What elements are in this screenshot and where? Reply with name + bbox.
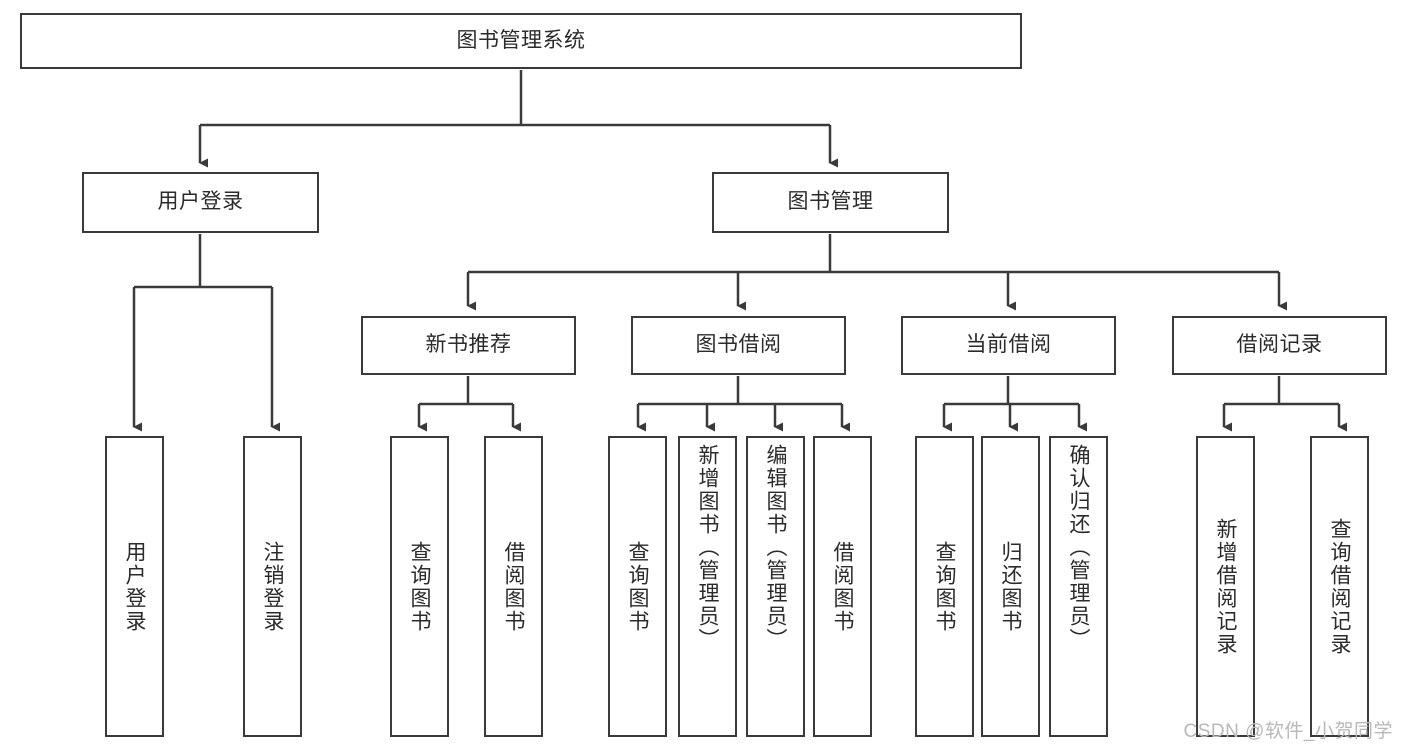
node-label: 借阅图书 [831,540,854,633]
node-book-borrow[interactable]: 图书借阅 [631,316,846,375]
node-label: 当前借阅 [965,333,1052,357]
leaf-current-borrow-return-book[interactable]: 归还图书 [981,436,1040,737]
node-label: 查询图书 [626,540,649,633]
leaf-book-borrow-borrow-book[interactable]: 借阅图书 [813,436,872,737]
node-label: 注销登录 [261,540,284,633]
watermark-text: CSDN @软件_小贺同学 [1183,721,1393,742]
node-label: 用户登录 [123,540,146,633]
node-label: 查询图书 [933,540,956,633]
leaf-borrow-record-query-record[interactable]: 查询借阅记录 [1310,436,1369,737]
node-label: 编辑图书（管理员） [764,444,787,651]
node-label: 查询图书 [408,540,431,633]
node-label: 图书管理 [787,190,874,214]
leaf-borrow-record-add-record[interactable]: 新增借阅记录 [1196,436,1255,737]
node-label: 确认归还（管理员） [1067,444,1090,651]
node-book-management[interactable]: 图书管理 [712,172,949,233]
node-label: 新书推荐 [425,333,512,357]
node-current-borrow[interactable]: 当前借阅 [901,316,1116,375]
node-label: 图书管理系统 [456,28,586,52]
leaf-book-borrow-edit-book-admin[interactable]: 编辑图书（管理员） [746,436,805,737]
leaf-new-book-query-book[interactable]: 查询图书 [390,436,449,737]
leaf-new-book-borrow-book[interactable]: 借阅图书 [484,436,543,737]
leaf-current-borrow-query-book[interactable]: 查询图书 [915,436,974,737]
node-label: 借阅图书 [502,540,525,633]
node-new-book-recommend[interactable]: 新书推荐 [361,316,576,375]
node-label: 归还图书 [999,540,1022,633]
node-label: 借阅记录 [1236,333,1323,357]
node-label: 图书借阅 [695,333,782,357]
node-label: 新增图书（管理员） [696,444,719,651]
node-borrow-record[interactable]: 借阅记录 [1172,316,1387,375]
leaf-user-login-do-login[interactable]: 用户登录 [105,436,164,737]
node-label: 查询借阅记录 [1328,517,1351,656]
node-label: 新增借阅记录 [1214,517,1237,656]
leaf-book-borrow-query-book[interactable]: 查询图书 [608,436,667,737]
leaf-book-borrow-add-book-admin[interactable]: 新增图书（管理员） [678,436,737,737]
leaf-current-borrow-confirm-return-admin[interactable]: 确认归还（管理员） [1049,436,1108,737]
leaf-user-login-logout[interactable]: 注销登录 [243,436,302,737]
node-label: 用户登录 [157,190,244,214]
node-root-book-management-system[interactable]: 图书管理系统 [20,13,1022,69]
node-user-login[interactable]: 用户登录 [82,172,319,233]
